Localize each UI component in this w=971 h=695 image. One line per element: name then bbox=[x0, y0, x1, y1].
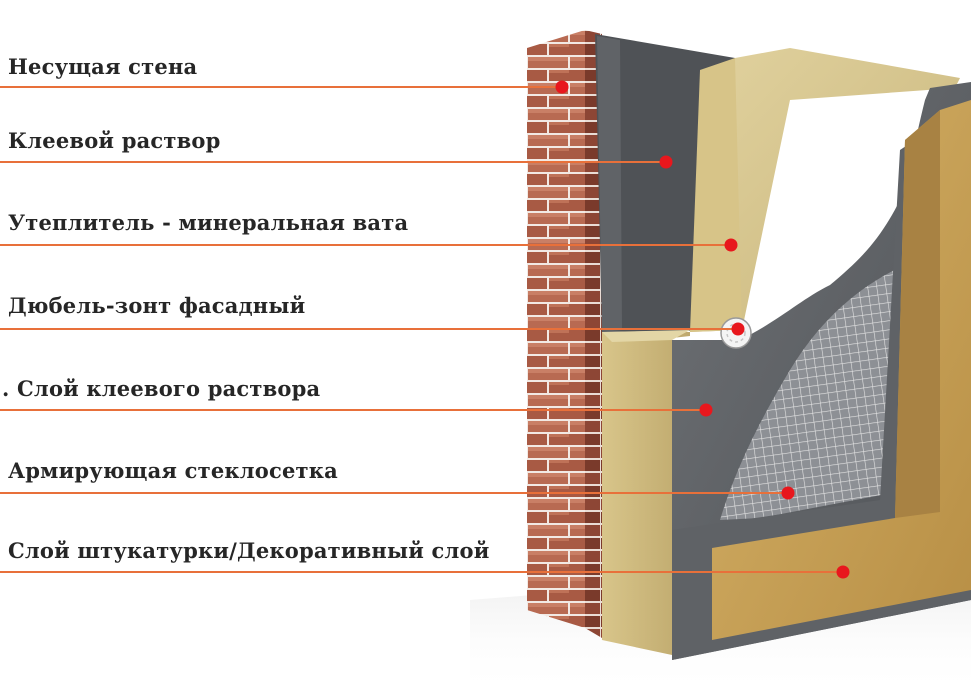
insulation-lower-top bbox=[602, 330, 690, 342]
leader-lines bbox=[0, 80, 850, 579]
insulation-block bbox=[690, 48, 960, 332]
label-plaster-layer: Слой штукатурки/Декоративный слой bbox=[8, 538, 490, 563]
marker-plaster-layer bbox=[836, 565, 850, 579]
marker-insulation bbox=[724, 238, 738, 252]
marker-adhesive-mortar bbox=[659, 155, 673, 169]
label-adhesive-mortar: Клеевой раствор bbox=[8, 128, 221, 153]
marker-adhesive-layer bbox=[699, 403, 713, 417]
marker-facade-dowel bbox=[731, 322, 745, 336]
marker-reinforcing-mesh bbox=[781, 486, 795, 500]
label-bearing-wall: Несущая стена bbox=[8, 54, 198, 79]
decorative-plaster-layer bbox=[712, 100, 971, 640]
adhesive-mortar-highlight bbox=[597, 36, 622, 332]
brick-wall bbox=[527, 30, 602, 638]
label-facade-dowel: Дюбель-зонт фасадный bbox=[8, 293, 306, 318]
label-insulation: Утеплитель - минеральная вата bbox=[8, 210, 409, 235]
label-adhesive-layer: . Слой клеевого раствора bbox=[2, 376, 321, 401]
label-reinforcing-mesh: Армирующая стеклосетка bbox=[8, 458, 338, 483]
marker-bearing-wall bbox=[555, 80, 569, 94]
reinforcing-mesh-pattern bbox=[720, 265, 908, 520]
